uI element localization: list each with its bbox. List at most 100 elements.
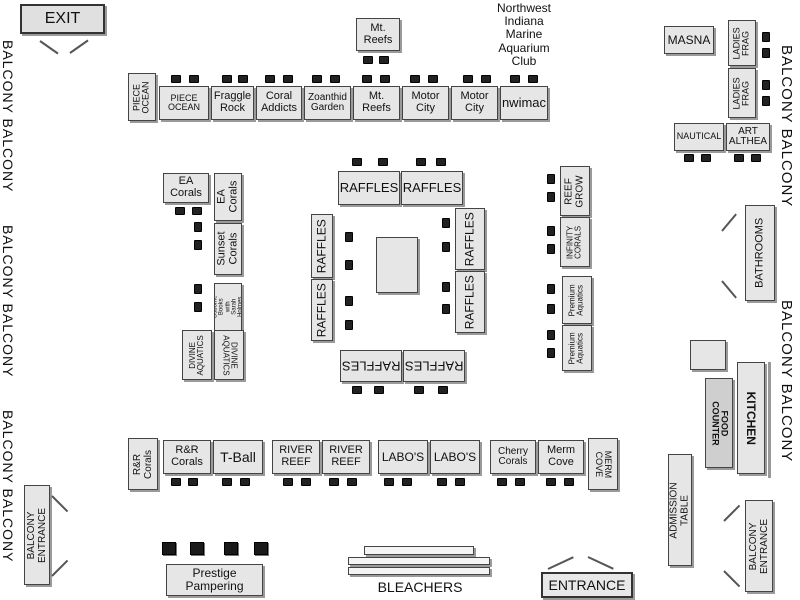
chair <box>194 284 202 294</box>
booth-masna: MASNA <box>664 26 714 54</box>
chair <box>684 154 694 162</box>
booth-usborne-books: Usborne Books with Sarah Holmes <box>214 283 242 331</box>
chair <box>352 158 362 166</box>
chair <box>428 75 438 83</box>
chair <box>189 75 199 83</box>
chair <box>194 222 202 232</box>
booth-piece-ocean-vertical: PIECE OCEAN <box>128 73 156 121</box>
right-entrance-door-2 <box>723 570 741 588</box>
food-counter: FOOD COUNTER <box>705 378 733 468</box>
booth-t-ball: T-Ball <box>213 440 263 474</box>
chair <box>455 478 465 486</box>
booth-ladies-frag-1: LADIES FRAG <box>728 20 756 66</box>
booth-raffles-bottom-2: RAFFLES <box>403 350 465 382</box>
booth-rr-corals-vertical: R&R Corals <box>128 438 158 490</box>
booth-nwimac: nwimac <box>500 86 548 120</box>
booth-raffles-top-1: RAFFLES <box>338 171 400 205</box>
booth-reef-grow: REEF GROW <box>560 166 590 216</box>
chair <box>547 174 555 184</box>
center-table <box>376 237 418 293</box>
chair <box>265 75 275 83</box>
entrance-door-right <box>587 556 614 570</box>
chair <box>442 304 450 314</box>
chair <box>481 75 491 83</box>
bleacher-row-3 <box>348 567 490 575</box>
balcony-label-right-1: BALCONY BALCONY <box>778 45 795 208</box>
chair <box>345 260 353 270</box>
entrance-door-left <box>547 556 574 570</box>
chair <box>362 75 372 83</box>
chair <box>416 158 426 166</box>
chair <box>352 386 362 394</box>
booth-infinity-corals: INFINITY CORALS <box>560 217 590 267</box>
left-entrance-door-2 <box>51 559 69 577</box>
chair <box>442 242 450 252</box>
booth-ladies-frag-2: LADIES FRAG <box>728 68 756 118</box>
chair <box>762 80 770 90</box>
chair <box>384 478 394 486</box>
chair <box>436 158 446 166</box>
admission-table: ADMISSION TABLE <box>668 454 692 566</box>
booth-divine-aquatics-1: DIVINE AQUATICS <box>182 330 212 380</box>
chair <box>283 478 293 486</box>
chair <box>442 282 450 292</box>
balcony-label-left-1: BALCONY BALCONY <box>0 40 16 193</box>
booth-raffles-bottom-1: RAFFLES <box>340 350 402 382</box>
booth-raffles-top-2: RAFFLES <box>401 171 463 205</box>
booth-raffles-left-1: RAFFLES <box>311 214 333 278</box>
chair <box>222 75 232 83</box>
balcony-entrance-left: BALCONY ENTRANCE <box>24 485 50 585</box>
chair <box>175 207 185 215</box>
chair <box>345 232 353 242</box>
chair <box>442 218 450 228</box>
chair <box>194 302 202 312</box>
booth-premium-aquatics-1: Premium Aquatics <box>562 276 592 324</box>
chair <box>194 240 202 250</box>
balcony-label-left-3: BALCONY BALCONY <box>0 410 16 563</box>
booth-raffles-left-2: RAFFLES <box>311 279 333 341</box>
chair <box>701 154 711 162</box>
booth-divine-aquatics-2: DIVINE AQUATICS <box>214 330 244 380</box>
exit-door-right <box>69 39 89 54</box>
bleacher-row-1 <box>364 546 474 555</box>
kitchen-wall <box>768 362 771 478</box>
chair <box>238 75 248 83</box>
bathroom-door-1 <box>721 213 737 232</box>
booth-fraggle-rock: Fraggle Rock <box>211 86 254 120</box>
chair <box>547 226 555 236</box>
booth-coral-addicts: Coral Addicts <box>256 86 302 120</box>
booth-motor-city-2: Motor City <box>451 86 498 120</box>
booth-raffles-right-2: RAFFLES <box>455 271 485 333</box>
chair <box>378 158 388 166</box>
chair <box>734 154 744 162</box>
booth-river-reef-2: RIVER REEF <box>322 440 370 474</box>
booth-art-althea: ART ALTHEA <box>726 123 770 151</box>
chair <box>374 386 384 394</box>
chair <box>379 56 389 64</box>
booth-mt-reefs-row: Mt. Reefs <box>353 86 400 120</box>
chair <box>437 478 447 486</box>
chair <box>224 542 238 555</box>
chair <box>347 478 357 486</box>
chair <box>438 386 448 394</box>
booth-labos-1: LABO'S <box>378 440 428 474</box>
chair <box>463 75 473 83</box>
chair <box>410 75 420 83</box>
booth-ea-corals-vertical: EA Corals <box>214 173 242 221</box>
chair <box>329 478 339 486</box>
balcony-label-right-2: BALCONY BALCONY <box>778 300 795 463</box>
exit-sign: EXIT <box>20 4 105 34</box>
chair <box>312 75 322 83</box>
chair <box>345 320 353 330</box>
chair <box>192 207 202 215</box>
balcony-entrance-right: BALCONY ENTRANCE <box>745 500 773 592</box>
exit-door-left <box>39 40 59 55</box>
kitchen: KITCHEN <box>737 362 765 474</box>
right-entrance-door-1 <box>723 504 741 522</box>
chair <box>510 75 520 83</box>
chair <box>751 154 761 162</box>
booth-merm-cove-vertical: MERM COVE <box>588 438 618 490</box>
chair <box>171 75 181 83</box>
chair <box>528 75 538 83</box>
booth-premium-aquatics-2: Premium Aquatics <box>562 325 592 371</box>
